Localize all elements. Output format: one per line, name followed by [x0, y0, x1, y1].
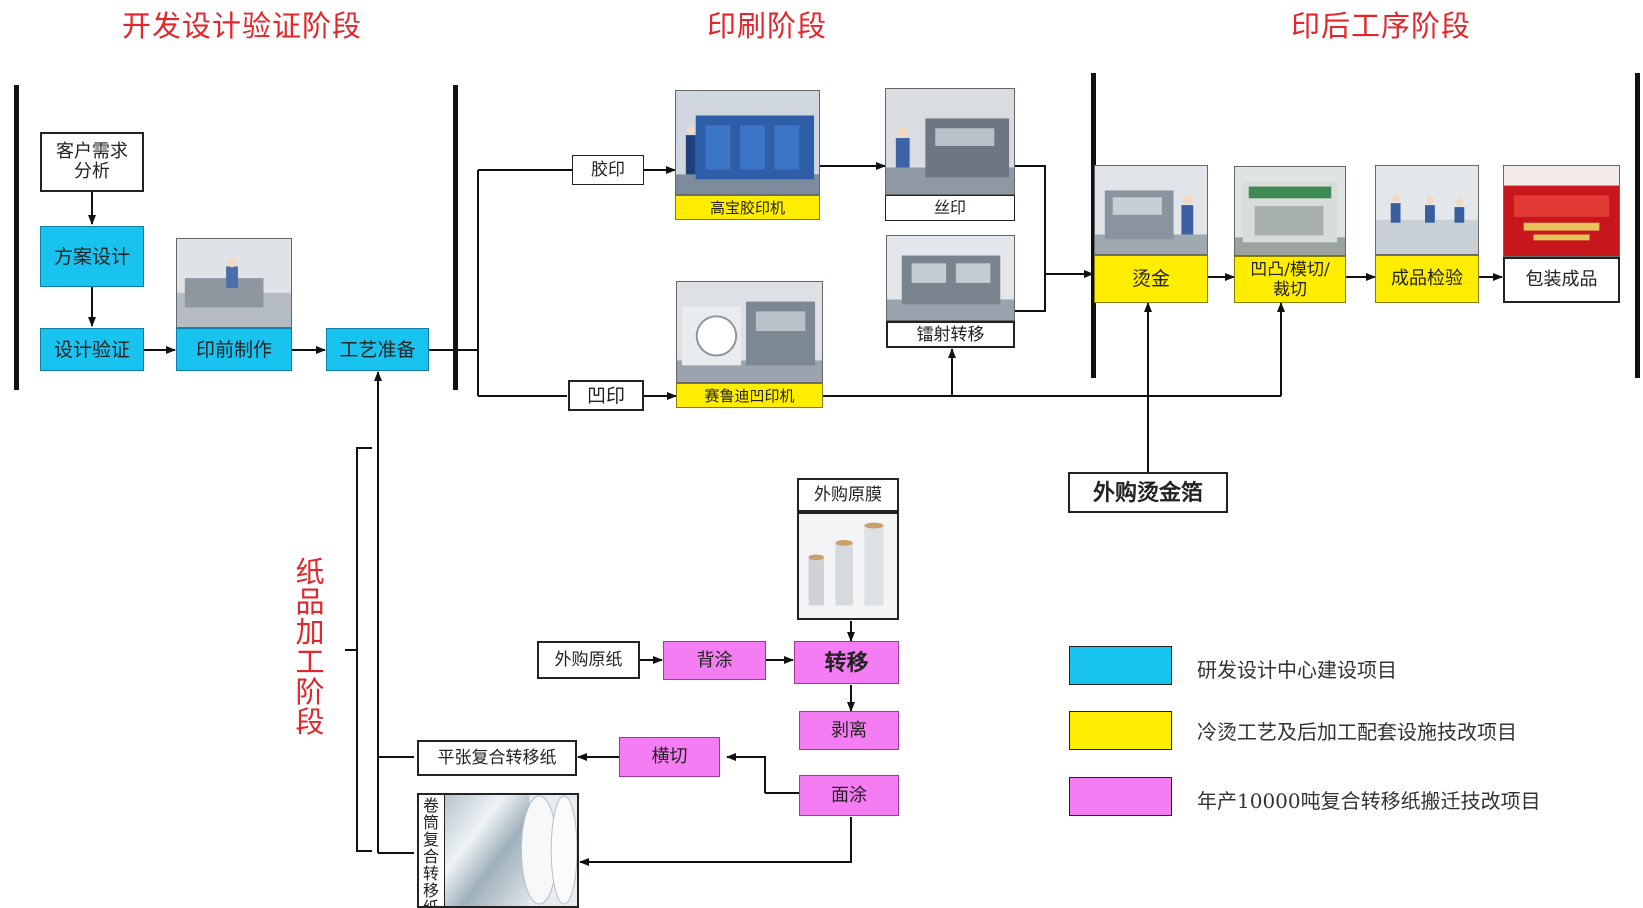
emboss-diecut-node: 凹凸/模切/裁切	[1234, 256, 1346, 303]
top-coating-node: 面涂	[799, 775, 899, 816]
phase-title-dev: 开发设计验证阶段	[122, 9, 363, 43]
legend-swatch-yellow	[1069, 711, 1172, 750]
phase-title-post: 印后工序阶段	[1291, 9, 1472, 43]
packaging-node: 包装成品	[1503, 257, 1620, 303]
phase-divider	[14, 85, 19, 390]
packaging-photo	[1503, 165, 1620, 257]
phase-divider	[1635, 73, 1640, 378]
inspection-node: 成品检验	[1375, 255, 1479, 303]
phase-title-paper: 纸品加工阶段	[295, 555, 325, 739]
offset-press-node: 高宝胶印机	[675, 195, 820, 220]
gravure-label: 凹印	[568, 380, 644, 411]
phase-divider	[453, 85, 458, 390]
roll-paper-photo	[444, 795, 577, 906]
phase-divider	[1091, 73, 1096, 378]
silk-screen-node: 丝印	[885, 195, 1015, 221]
peeling-node: 剥离	[799, 711, 899, 750]
legend-label-pink: 年产10000吨复合转移纸搬迁技改项目	[1197, 789, 1541, 813]
prepress-photo	[176, 238, 292, 328]
legend-swatch-pink	[1069, 777, 1172, 816]
laser-transfer-photo	[886, 235, 1015, 321]
legend-label-yellow: 冷烫工艺及后加工配套设施技改项目	[1197, 720, 1517, 744]
legend-swatch-blue	[1069, 646, 1172, 685]
inspection-photo	[1375, 165, 1479, 255]
offset-label: 胶印	[572, 155, 644, 185]
design-verify-node: 设计验证	[40, 328, 144, 371]
plan-design-node: 方案设计	[40, 226, 144, 287]
gravure-press-photo	[676, 281, 823, 383]
purchased-foil-node: 外购烫金箔	[1068, 472, 1228, 513]
purchased-paper-node: 外购原纸	[537, 641, 640, 679]
flat-sheet-node: 平张复合转移纸	[417, 740, 577, 776]
customer-analysis-node: 客户需求分析	[40, 132, 144, 192]
legend-label-blue: 研发设计中心建设项目	[1197, 658, 1397, 682]
cross-cutting-node: 横切	[619, 737, 720, 777]
film-rolls-photo	[797, 512, 899, 620]
offset-press-photo	[675, 90, 820, 195]
roll-paper-label: 卷筒复合转移纸	[422, 796, 439, 908]
phase-title-print: 印刷阶段	[707, 9, 828, 43]
emboss-photo	[1234, 166, 1346, 256]
gravure-press-node: 赛鲁迪凹印机	[676, 383, 823, 408]
laser-transfer-node: 镭射转移	[886, 321, 1015, 348]
back-coating-node: 背涂	[663, 641, 766, 680]
silk-screen-photo	[885, 88, 1015, 195]
craft-prep-node: 工艺准备	[326, 328, 429, 371]
transfer-node: 转移	[794, 641, 899, 684]
purchased-film-label: 外购原膜	[797, 478, 899, 512]
gilding-node: 烫金	[1094, 255, 1208, 303]
gilding-photo	[1094, 165, 1208, 255]
roll-paper-node: 卷筒复合转移纸	[417, 793, 579, 908]
prepress-node: 印前制作	[176, 328, 292, 371]
